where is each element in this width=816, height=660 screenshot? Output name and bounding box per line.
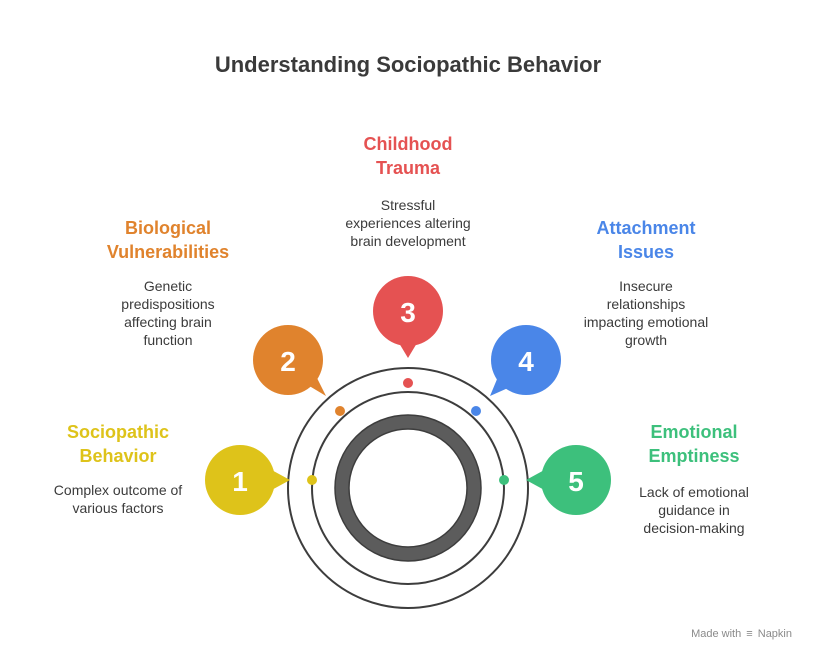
connector-dot-2 bbox=[335, 406, 345, 416]
step-3-number: 3 bbox=[400, 297, 416, 328]
outer-ring bbox=[287, 367, 529, 609]
step-2-badge: 2 bbox=[253, 325, 326, 396]
connector-dot-1 bbox=[307, 475, 317, 485]
napkin-watermark: Made with ≡ Napkin bbox=[691, 628, 792, 640]
connector-dot-5 bbox=[499, 475, 509, 485]
step-3-description: Stressful experiences altering brain dev… bbox=[345, 197, 471, 249]
step-4-title: Attachment Issues bbox=[596, 218, 696, 262]
napkin-logo-icon: ≡ bbox=[746, 628, 753, 640]
step-2-number: 2 bbox=[280, 346, 296, 377]
connector-dot-3 bbox=[403, 378, 413, 388]
core-ring bbox=[335, 415, 481, 561]
step-4-badge: 4 bbox=[490, 325, 561, 396]
step-3-badge: 3 bbox=[373, 276, 443, 358]
step-5-title: Emotional Emptiness bbox=[648, 422, 740, 466]
step-2-title: Biological Vulnerabilities bbox=[106, 218, 230, 262]
step-2-description: Genetic predispositions affecting brain … bbox=[121, 278, 215, 348]
step-1-badge: 1 bbox=[205, 445, 290, 515]
step-5-number: 5 bbox=[568, 466, 584, 497]
step-1-description: Complex outcome of various factors bbox=[53, 482, 183, 516]
page-title: Understanding Sociopathic Behavior bbox=[214, 52, 602, 77]
step-1-title: Sociopathic Behavior bbox=[66, 422, 169, 466]
step-5-description: Lack of emotional guidance in decision-m… bbox=[639, 484, 749, 536]
step-3-title: Childhood Trauma bbox=[363, 134, 453, 178]
step-4-number: 4 bbox=[518, 346, 534, 377]
inner-ring bbox=[311, 391, 505, 585]
step-1-number: 1 bbox=[232, 466, 248, 497]
step-5-badge: 5 bbox=[526, 445, 611, 515]
step-4-description: Insecure relationships impacting emotion… bbox=[583, 278, 709, 348]
connector-dot-4 bbox=[471, 406, 481, 416]
